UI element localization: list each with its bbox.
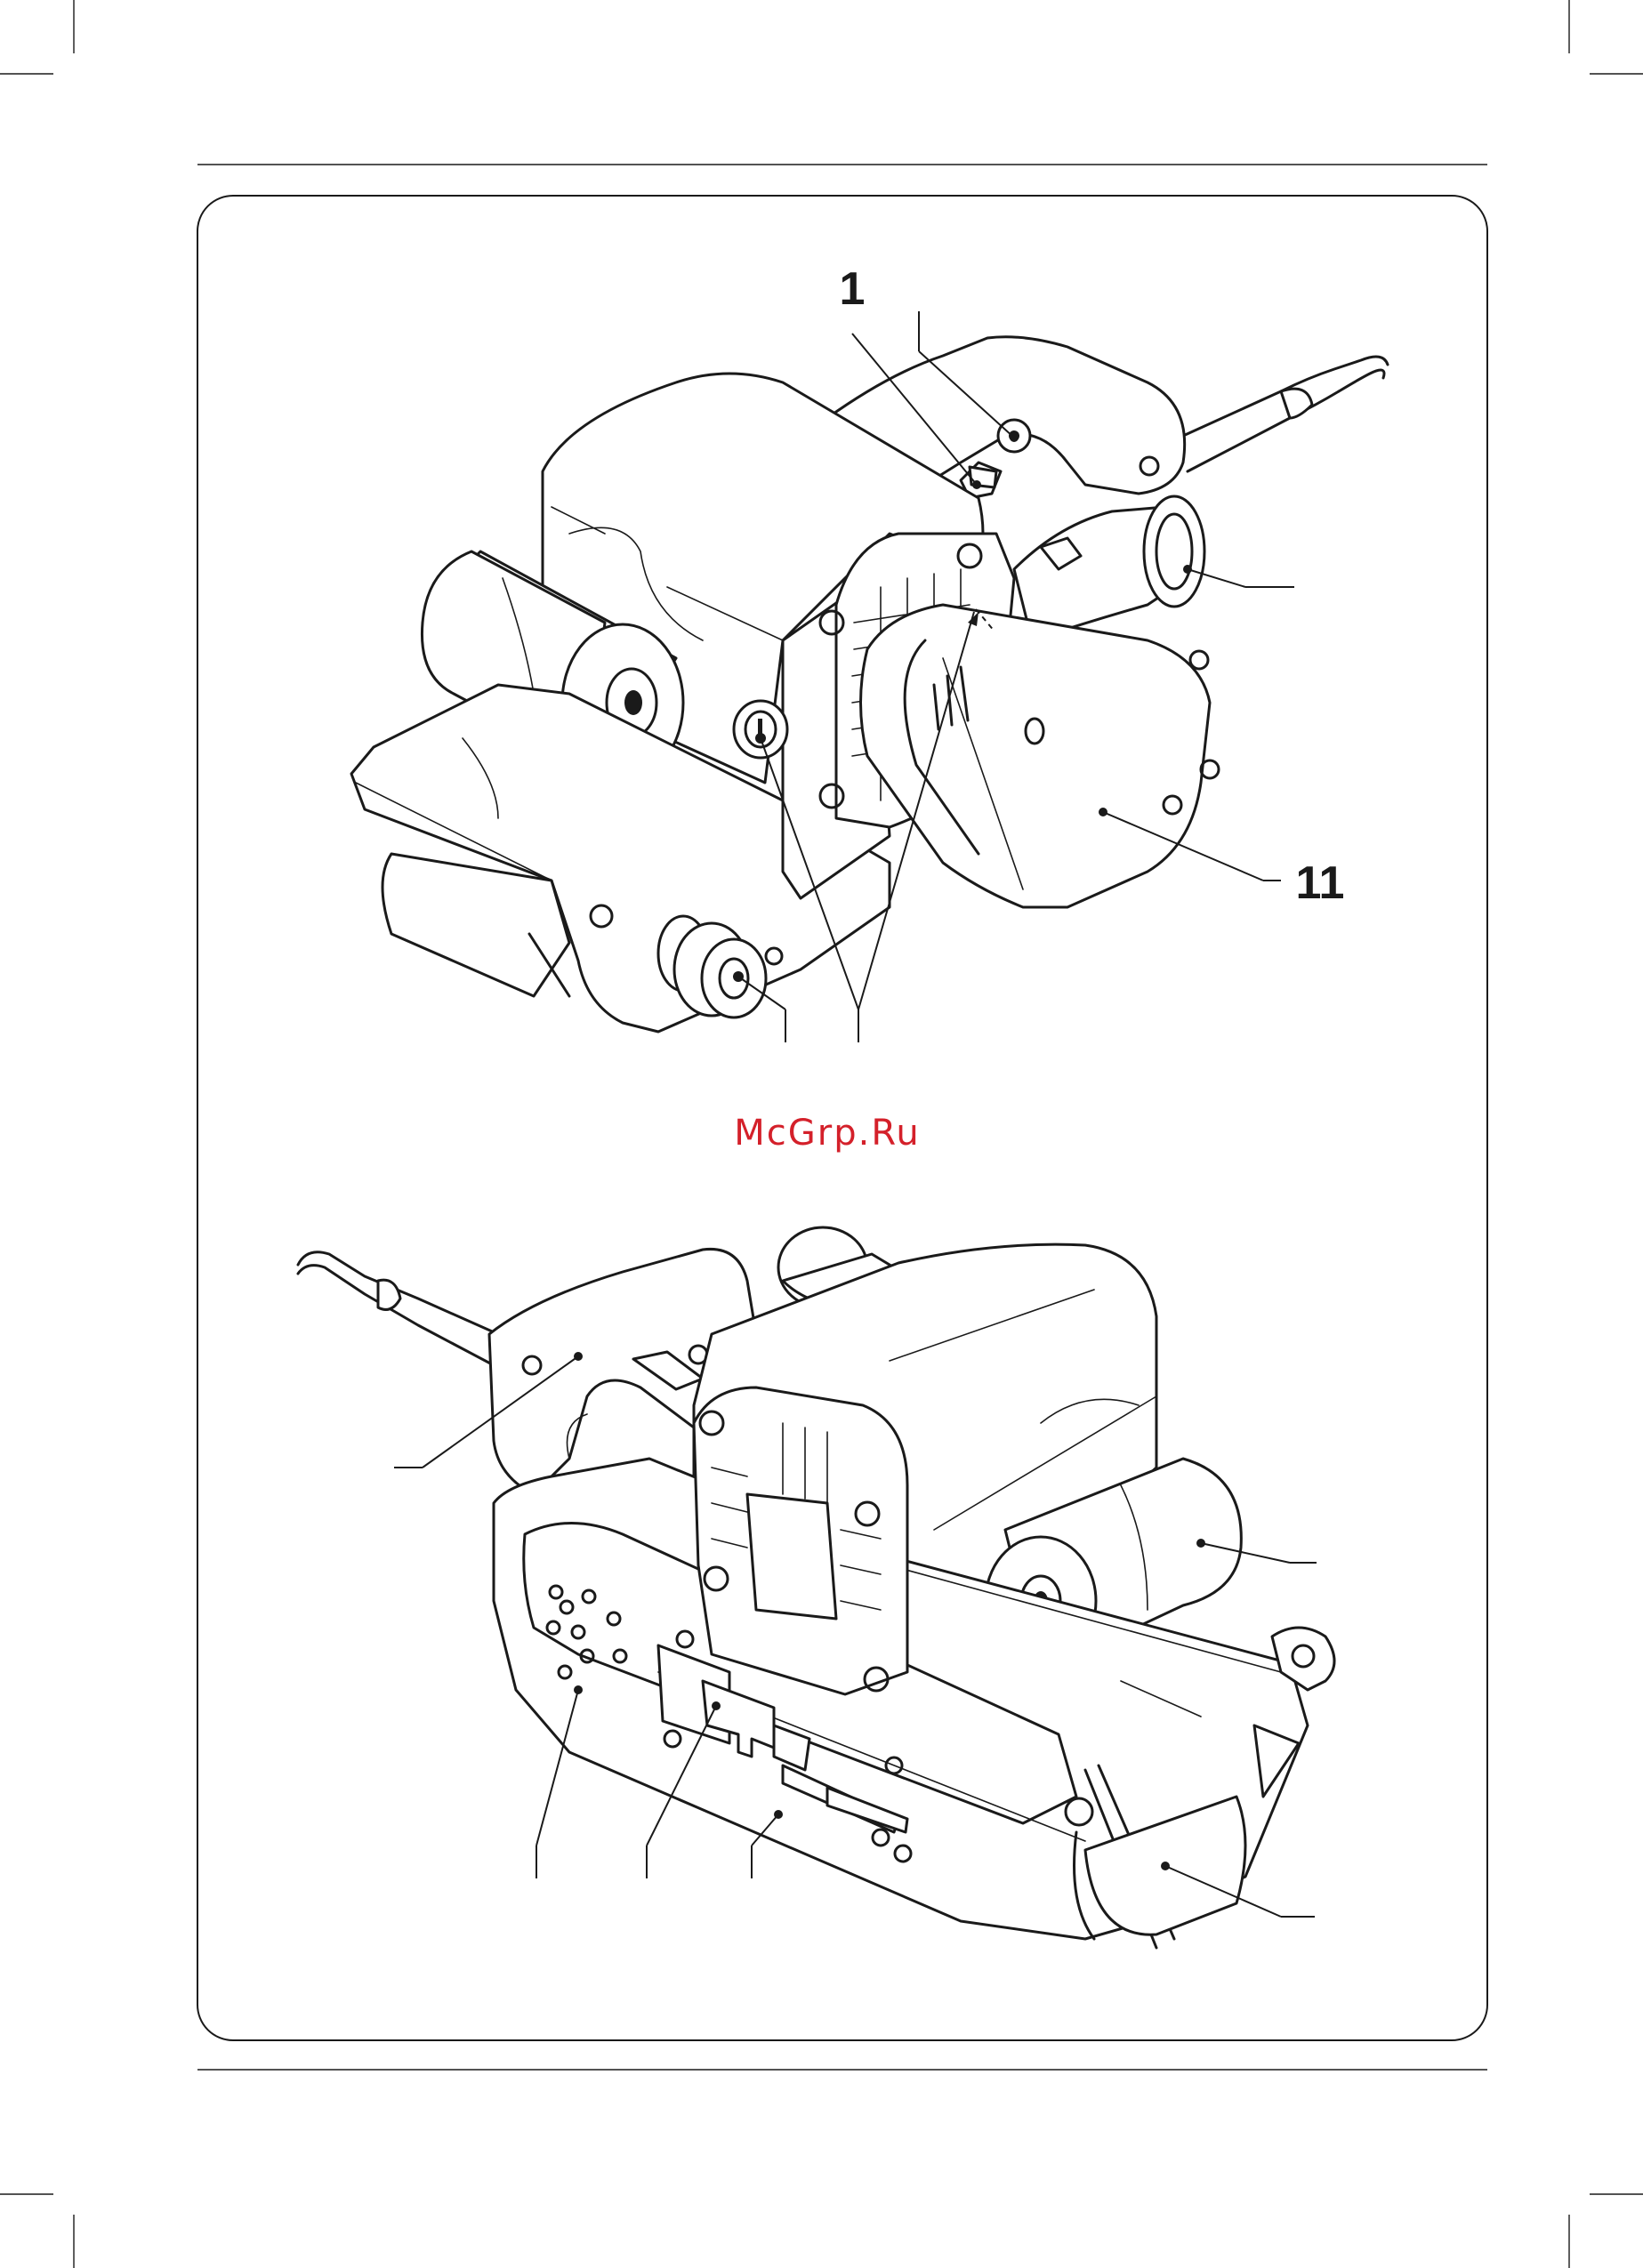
belt-sander-top-view bbox=[351, 337, 1388, 1032]
belt-sander-bottom-view bbox=[298, 1227, 1334, 1948]
callout-1: 1 bbox=[840, 263, 866, 315]
watermark: McGrp.Ru bbox=[734, 1113, 920, 1154]
callout-11: 11 bbox=[1296, 857, 1345, 909]
